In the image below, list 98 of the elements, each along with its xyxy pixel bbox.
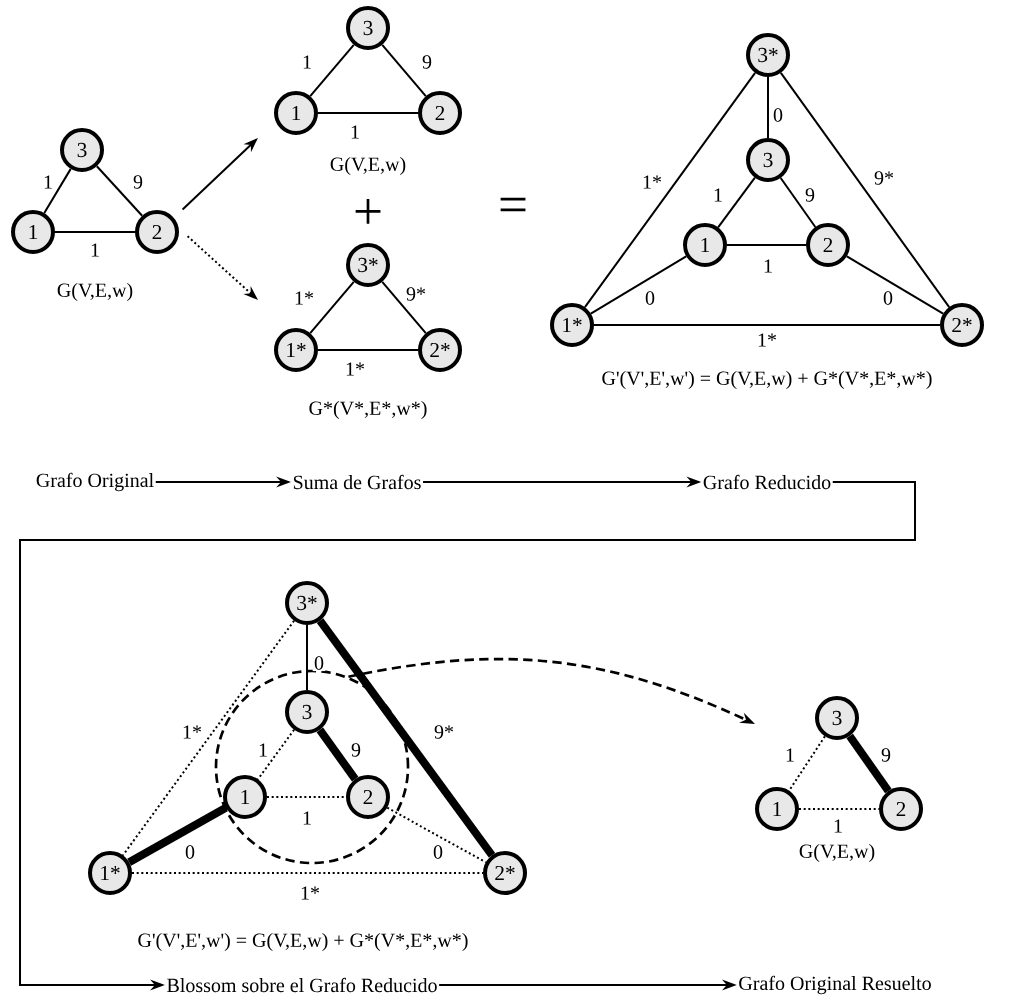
- graph-edge: [316, 618, 496, 858]
- graph-vertex: 1: [274, 91, 318, 135]
- edge-label: 1*: [755, 332, 779, 348]
- edge-label: 9: [349, 741, 363, 759]
- graph-edge: [266, 796, 347, 798]
- graph-edge: [589, 255, 688, 315]
- step-label: Grafo Original: [36, 472, 154, 492]
- edge-label: 0: [881, 289, 895, 307]
- graph-caption: G(V,E,w): [799, 843, 875, 863]
- graph-vertex: 2: [135, 210, 179, 254]
- step-label: Blossom sobre el Grafo Reducido: [167, 977, 437, 993]
- graph-edge: [386, 806, 487, 864]
- edge-label: 9*: [872, 169, 896, 187]
- graph-vertex: 3: [746, 138, 790, 182]
- edge-label: 1: [300, 810, 314, 826]
- edge-label: 0: [771, 106, 785, 124]
- graph-vertex: 1: [223, 775, 267, 819]
- operator-sign: +: [355, 198, 381, 224]
- graph-edge: [788, 735, 826, 792]
- graph-edge: [316, 727, 359, 782]
- graph-edge: [309, 43, 355, 98]
- edge-label: 9: [131, 173, 145, 191]
- edge-label: 1: [783, 747, 797, 763]
- edge-label: 9: [420, 53, 434, 71]
- operator-sign: =: [500, 197, 526, 212]
- edge-label: 1*: [298, 885, 322, 901]
- edge-label: 9: [803, 186, 817, 204]
- graph-caption: G'(V',E',w') = G(V,E,w) + G*(V*,E*,w*): [602, 370, 932, 390]
- graph-edge: [779, 176, 817, 228]
- graph-vertex: 2: [346, 775, 390, 819]
- edge-label: 1*: [180, 724, 204, 740]
- graph-caption: G'(V',E',w') = G(V,E,w) + G*(V*,E*,w*): [138, 932, 468, 952]
- edge-label: 9*: [404, 285, 428, 303]
- graph-edge: [131, 872, 484, 874]
- edge-label: 1: [41, 174, 55, 190]
- edge-label: 0: [431, 843, 445, 861]
- edge-label: 0: [183, 843, 197, 861]
- graph-edge: [846, 733, 892, 794]
- graph-vertex: 3: [346, 6, 390, 50]
- graph-edge: [767, 76, 769, 139]
- edge-label: 1: [711, 187, 725, 203]
- edge-label: 1*: [343, 361, 367, 377]
- edge-label: 0: [312, 654, 326, 672]
- graph-edge: [845, 255, 945, 315]
- graph-edge: [381, 43, 427, 98]
- graph-vertex: 2*: [940, 303, 984, 347]
- step-label: Grafo Original Resuelto: [739, 975, 931, 995]
- step-label: Suma de Grafos: [293, 474, 421, 490]
- edge-label: 1: [831, 818, 845, 834]
- graph-caption: G*(V*,E*,w*): [309, 400, 427, 420]
- graph-edge: [54, 231, 136, 233]
- graph-vertex: 3: [285, 690, 329, 734]
- edge-label: 0: [643, 289, 657, 307]
- graph-edge: [317, 349, 419, 351]
- graph-edge: [95, 165, 144, 217]
- graph-vertex: 2: [879, 787, 923, 831]
- graph-vertex: 2*: [418, 328, 462, 372]
- edge-label: 9: [879, 746, 893, 764]
- graph-vertex: 3: [815, 696, 859, 740]
- dashed-circle: [214, 669, 410, 865]
- graph-edge: [127, 804, 228, 866]
- graph-vertex: 1*: [274, 328, 318, 372]
- graph-edge: [256, 728, 296, 781]
- edge-label: 1: [256, 742, 270, 758]
- graph-edge: [779, 71, 951, 309]
- edge-label: 1*: [640, 174, 664, 190]
- graph-vertex: 1*: [550, 303, 594, 347]
- edge-label: 1: [300, 54, 314, 70]
- graph-edge: [717, 176, 756, 229]
- graph-vertex: 2*: [483, 851, 527, 895]
- edge-label: 1: [88, 242, 102, 258]
- graph-vertex: 2: [418, 91, 462, 135]
- edge-label: 1: [761, 258, 775, 274]
- edge-label: 1: [348, 124, 362, 140]
- graph-vertex: 3*: [746, 33, 790, 77]
- graph-vertex: 1: [683, 223, 727, 267]
- graph-edge: [317, 112, 419, 114]
- graph-edge: [121, 619, 296, 857]
- graph-vertex: 2: [806, 223, 850, 267]
- graph-caption: G(V,E,w): [330, 156, 406, 176]
- edge-label: 9*: [432, 723, 456, 741]
- graph-edge: [593, 324, 941, 326]
- graph-edge: [583, 71, 757, 309]
- graph-vertex: 3*: [346, 243, 390, 287]
- graph-edge: [43, 167, 72, 215]
- graph-edge: [309, 280, 355, 335]
- graph-edge: [726, 244, 807, 246]
- graph-edge: [306, 624, 308, 691]
- graph-vertex: 3*: [285, 581, 329, 625]
- graph-vertex: 1: [755, 787, 799, 831]
- graph-edge: [798, 808, 880, 810]
- step-label: Grafo Reducido: [703, 474, 831, 490]
- graph-vertex: 1: [11, 210, 55, 254]
- edge-label: 1*: [292, 290, 316, 306]
- graph-vertex: 3: [60, 128, 104, 172]
- graph-vertex: 1*: [88, 851, 132, 895]
- graph-edge: [381, 280, 427, 335]
- graph-caption: G(V,E,w): [57, 282, 133, 302]
